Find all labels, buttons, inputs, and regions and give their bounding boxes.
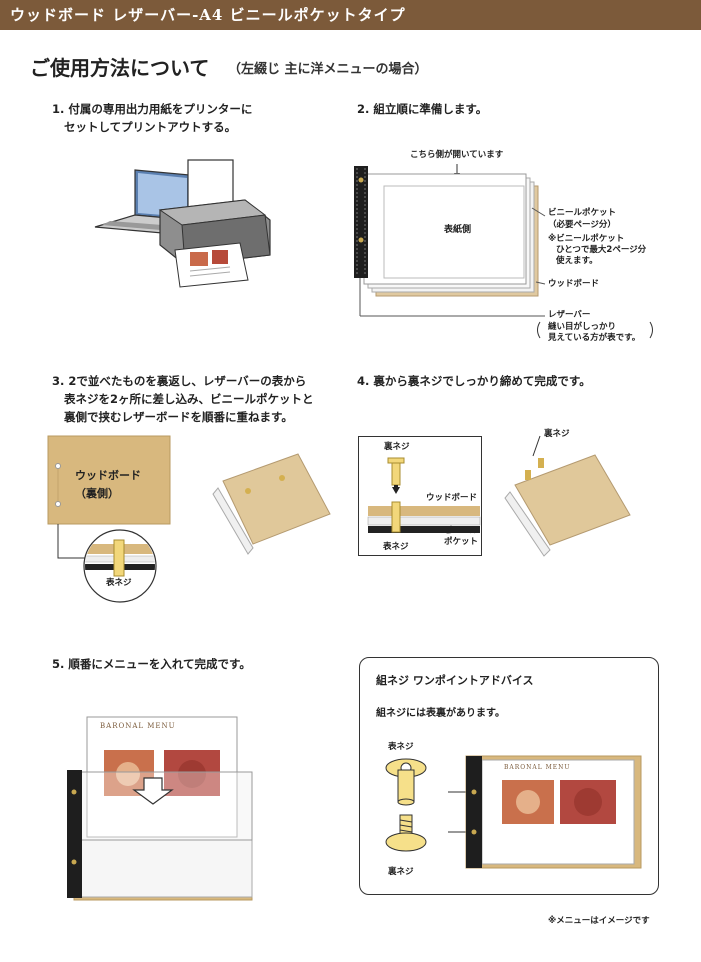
step3-board-label1: ウッドボード: [75, 469, 141, 482]
step4-board-illustration: [504, 435, 631, 557]
advice-back-screw: 裏ネジ: [388, 867, 414, 877]
step3-line2: 表ネジを2ヶ所に差し込み、ビニールポケットと: [64, 392, 314, 406]
step2-title: 2. 組立順に準備します。: [357, 102, 488, 116]
step2-cover-side: 表紙側: [444, 225, 472, 235]
step4-vinyl1: ビニール: [444, 526, 479, 536]
step5-menu-insert-illustration: [67, 716, 253, 901]
step2-vinyl-note: （必要ページ分）: [548, 220, 616, 230]
assembly-order-diagram: [354, 164, 653, 339]
step5-title: 5. 順番にメニューを入れて完成です。: [52, 657, 251, 671]
step4-back-screw: 裏ネジ: [384, 442, 410, 452]
step4-vinyl2: ポケット: [444, 537, 479, 547]
step3-line1: 3. 2で並べたものを裏返し、レザーバーの表から: [52, 374, 307, 388]
step5-menu-brand: BARONAL MENU: [100, 722, 176, 730]
advice-box: [359, 657, 659, 895]
page-title: ご使用方法について: [30, 56, 210, 80]
advice-front-screw: 表ネジ: [388, 742, 414, 752]
back-screw-icon: [385, 814, 427, 852]
step3-board-label2: （裏側）: [75, 487, 119, 500]
advice-title: 組ネジ ワンポイントアドバイス: [376, 674, 534, 687]
step2-leather-note2: 見えている方が表です。: [548, 333, 641, 343]
printer-icon: [158, 159, 271, 288]
advice-text: 組ネジには表裏があります。: [376, 708, 505, 719]
step3-line3: 裏側で挟むレザーボードを順番に重ねます。: [64, 410, 293, 424]
step4-detail-box: [358, 436, 482, 556]
step2-wood-label: ウッドボード: [548, 279, 600, 289]
step2-leather-note1: 縫い目がしっかり: [548, 322, 617, 332]
step2-vinyl-extra3: 使えます。: [556, 256, 598, 266]
advice-finished-menu: [448, 755, 642, 869]
screw-pair-illustration: [385, 758, 427, 852]
step2-vinyl-extra2: ひとつで最大2ページ分: [556, 245, 647, 255]
step1-line1: 1. 付属の専用出力用紙をプリンターに: [52, 102, 253, 116]
step1-line2: セットしてプリントアウトする。: [64, 120, 237, 134]
step2-vinyl-label: ビニールポケット: [548, 208, 617, 218]
front-screw-icon: [385, 758, 427, 806]
step4-back-screw2: 裏ネジ: [544, 429, 570, 439]
step4-title: 4. 裏から裏ネジでしっかり締めて完成です。: [357, 374, 591, 388]
header-title: ウッドボード レザーバー-A4 ビニールポケットタイプ: [10, 6, 406, 24]
step2-vinyl-extra1: ※ビニールポケット: [548, 234, 625, 244]
step3-diagram: [47, 435, 331, 603]
header-bar: ウッドボード レザーバー-A4 ビニールポケットタイプ: [0, 0, 701, 30]
footer-note: ※メニューはイメージです: [548, 916, 650, 926]
page-subtitle: （左綴じ 主に洋メニューの場合）: [228, 62, 428, 77]
advice-menu-brand: BARONAL MENU: [504, 764, 571, 771]
step3-screw-label: 表ネジ: [106, 578, 132, 588]
step4-wood-label: ウッドボード: [426, 493, 478, 503]
step4-screw-diagram: [367, 457, 481, 533]
printer-laptop-illustration: [94, 159, 271, 288]
step2-open-side: こちら側が開いています: [410, 150, 504, 160]
step4-front-screw: 表ネジ: [383, 542, 409, 552]
step2-leather-label: レザーバー: [548, 310, 591, 320]
